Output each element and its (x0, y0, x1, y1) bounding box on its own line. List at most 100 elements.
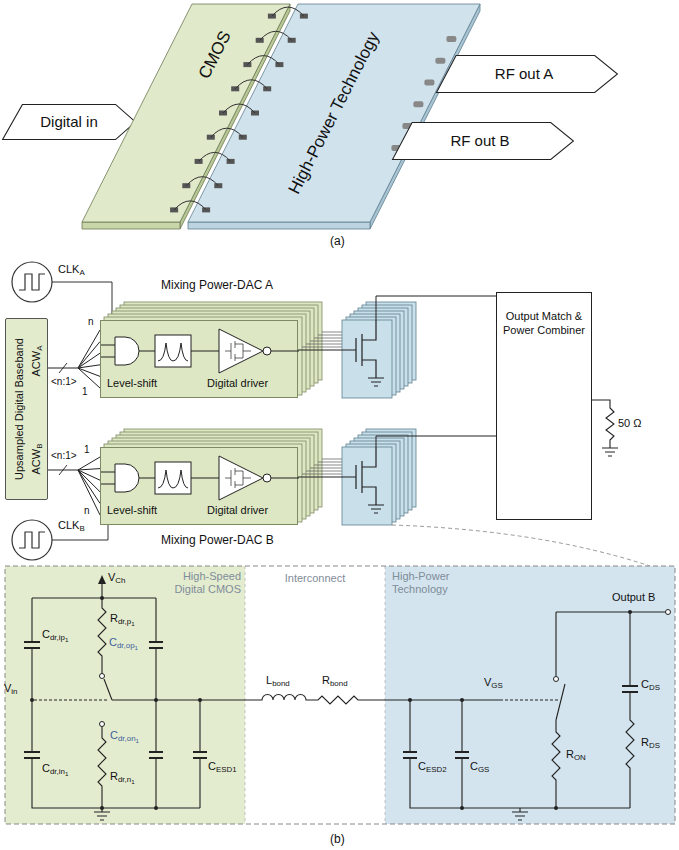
clock-source (19, 532, 45, 548)
component-label: RON (566, 748, 586, 761)
text-main: C (110, 729, 118, 741)
power-die-outline (227, 159, 235, 164)
text-subscript: bond (272, 679, 290, 688)
caption-label: (a) (330, 234, 345, 248)
circuit-wire (101, 584, 102, 598)
power-die-outline (186, 177, 218, 186)
text-subscript: dr,n (118, 775, 131, 784)
port-name: Output B (612, 591, 655, 604)
output-arrow: RF out A (436, 55, 618, 93)
bus-index: 1 (84, 444, 90, 456)
circuit-wire (32, 584, 666, 820)
text-subscript: ESD1 (216, 765, 237, 774)
power-dac-block-outline (115, 337, 139, 365)
text-main: C (42, 762, 50, 774)
component-label: Rbond (322, 674, 348, 687)
power-die-outline (223, 104, 255, 113)
component-label: Cdr,in1 (42, 762, 68, 775)
component-label: Lbond (266, 674, 290, 687)
region-panel: High-Power Technology (385, 566, 675, 824)
bus-range: <n:1> (51, 376, 77, 388)
clock-source (12, 262, 52, 302)
text-main: V (4, 682, 11, 694)
text-subscript: 1 (135, 644, 138, 651)
power-dac-block-outline (101, 345, 115, 357)
text-main: C (42, 628, 50, 640)
node-text: RF out B (408, 132, 552, 149)
load-resistor (592, 400, 614, 448)
capacitor-plate (193, 752, 207, 758)
panel-region (5, 566, 675, 824)
text-main: R (641, 736, 649, 748)
capacitor-plate (622, 686, 638, 692)
caption-label: (b) (330, 832, 345, 846)
power-die-outline (188, 4, 480, 222)
junction-dot (30, 596, 632, 810)
power-dac-block-outline (139, 478, 155, 479)
transistor-stack (342, 320, 392, 398)
power-dac-block-outline (271, 351, 299, 352)
node-text: Digital in (16, 113, 122, 130)
output-arrow-outline (393, 123, 574, 160)
control-line (34, 700, 108, 701)
text-subscript: DS (649, 741, 660, 750)
signal-wire (298, 436, 496, 477)
node-text: Digital driver (207, 504, 268, 517)
power-dac-block: Mixing Power-DAC ALevel-shiftDigital dri… (100, 320, 298, 398)
text-subscript: A (79, 268, 84, 277)
text-main: R (322, 674, 330, 686)
power-dac-block-outline (139, 351, 155, 352)
baseband-block: Upsampled Digital BasebandACWAACWB (5, 318, 48, 500)
power-dac-block-outline (225, 341, 251, 361)
text-subscript: ESD2 (426, 765, 447, 774)
node-text: High-Power Technology (392, 570, 476, 596)
power-dac-block-outline (155, 462, 191, 494)
component-label: CESD1 (208, 760, 237, 773)
circuit-wire (626, 612, 634, 808)
power-dac-block-outline (219, 456, 263, 500)
supply-arrow (98, 575, 106, 584)
text-main: C (641, 678, 649, 690)
power-die-outline (247, 56, 279, 65)
signal-name: CLKB (58, 519, 85, 532)
junction-dot (100, 806, 104, 810)
power-die-outline (235, 80, 267, 89)
region-panel: High-Speed Digital CMOS (5, 566, 245, 824)
junction-dot (554, 806, 558, 810)
text-subscript: 1 (131, 620, 134, 627)
junction-dot (408, 698, 412, 702)
junction-dot (154, 698, 158, 702)
power-dac-block-outline (115, 464, 139, 492)
power-die-outline (243, 62, 251, 67)
text-main: V (108, 571, 115, 583)
text-subscript: ON (574, 753, 586, 762)
capacitor-plate (403, 752, 469, 758)
cmos-die-outline (82, 222, 180, 229)
signal-wire (298, 296, 496, 350)
circuit-wire (512, 808, 528, 820)
power-die: High-Power Technology (188, 4, 480, 229)
node-text: Level-shift (107, 377, 157, 390)
power-die-outline (272, 7, 304, 16)
power-dac-block-outline (191, 351, 219, 352)
panel-region (5, 566, 245, 824)
circuit-wire (98, 598, 106, 674)
transistor-stack (342, 302, 416, 525)
text-main: C (418, 760, 426, 772)
text-main: ACW (30, 449, 42, 475)
component-label: Cdr,op1 (109, 636, 138, 649)
node-text: Upsampled Digital Baseband (13, 338, 26, 480)
text-subscript: dr,on (118, 734, 136, 743)
circuit-wire (552, 720, 560, 808)
bus-index: 1 (82, 386, 88, 398)
power-dac-block-outline (225, 468, 251, 488)
text-main: CLK (58, 263, 79, 275)
capacitor-plate (149, 642, 163, 758)
text-main: R (110, 770, 118, 782)
load-resistor (602, 448, 618, 456)
clock-source (19, 274, 45, 290)
node-voltage: VGS (484, 676, 503, 689)
component-label: Rdr,n1 (110, 770, 135, 783)
junction-dot (198, 698, 202, 702)
junction-dot (460, 806, 464, 810)
